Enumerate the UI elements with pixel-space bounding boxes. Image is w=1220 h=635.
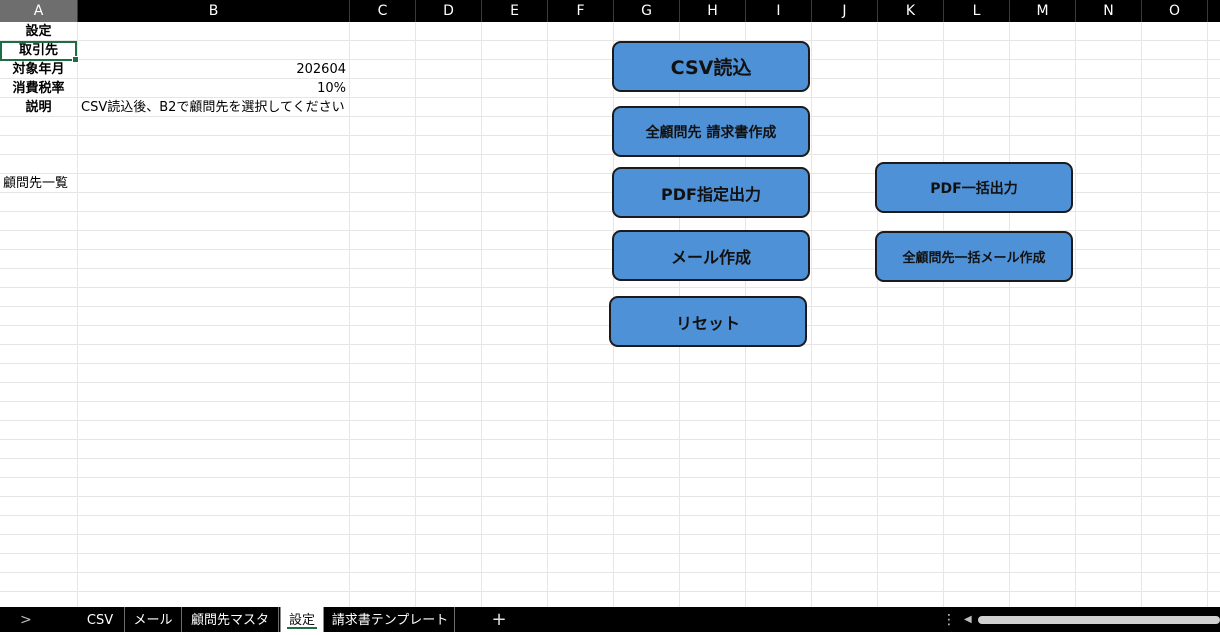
cell-a5[interactable]: 説明: [25, 100, 52, 115]
sheet-tab-mail[interactable]: メール: [125, 607, 182, 632]
grid-line: [481, 22, 482, 607]
sheet-tab-settings[interactable]: 設定: [280, 607, 324, 632]
column-header-o[interactable]: O: [1142, 0, 1208, 22]
sheet-tab-client-master[interactable]: 顧問先マスタ: [182, 607, 279, 632]
cell-a9[interactable]: 顧問先一覧: [3, 176, 69, 191]
column-header-i[interactable]: I: [746, 0, 812, 22]
csv-import-button[interactable]: CSV読込: [612, 41, 810, 92]
grid-line: [547, 22, 548, 607]
grid-line: [1075, 22, 1076, 607]
grid-line: [1009, 22, 1010, 607]
column-header-d[interactable]: D: [416, 0, 482, 22]
cell-b4[interactable]: 10%: [317, 81, 346, 96]
create-mail-button[interactable]: メール作成: [612, 230, 810, 281]
chevron-right-icon[interactable]: >: [20, 612, 32, 628]
column-header-e[interactable]: E: [482, 0, 548, 22]
column-header-c[interactable]: C: [350, 0, 416, 22]
grid-line: [877, 22, 878, 607]
grid-line: [77, 22, 78, 607]
active-cell-selection: [0, 41, 79, 63]
sheet-tab-bar: > CSV メール 顧問先マスタ 設定 請求書テンプレート + ⋮ ◀: [0, 607, 1220, 632]
grid-line: [1141, 22, 1142, 607]
column-header-h[interactable]: H: [680, 0, 746, 22]
scroll-left-icon[interactable]: ◀: [964, 614, 972, 625]
column-header-bar: A B C D E F G H I J K L M N O: [0, 0, 1220, 22]
horizontal-scrollbar[interactable]: [978, 616, 1220, 624]
create-invoices-all-button[interactable]: 全顧問先 請求書作成: [612, 106, 810, 157]
plus-icon[interactable]: +: [491, 609, 507, 630]
column-header-n[interactable]: N: [1076, 0, 1142, 22]
grid-line: [811, 22, 812, 607]
grid-line: [415, 22, 416, 607]
column-header-k[interactable]: K: [878, 0, 944, 22]
column-header-l[interactable]: L: [944, 0, 1010, 22]
grid-line: [1207, 22, 1208, 607]
cell-a3[interactable]: 対象年月: [12, 62, 65, 77]
cell-b3[interactable]: 202604: [296, 62, 346, 77]
column-header-a[interactable]: A: [0, 0, 78, 22]
grid-line: [349, 22, 350, 607]
column-header-b[interactable]: B: [78, 0, 350, 22]
pdf-bulk-output-button[interactable]: PDF一括出力: [875, 162, 1073, 213]
column-header-g[interactable]: G: [614, 0, 680, 22]
bulk-mail-all-button[interactable]: 全顧問先一括メール作成: [875, 231, 1073, 282]
pdf-specified-output-button[interactable]: PDF指定出力: [612, 167, 810, 218]
cell-a2[interactable]: 取引先: [18, 43, 58, 58]
grid-line: [943, 22, 944, 607]
column-header-j[interactable]: J: [812, 0, 878, 22]
column-header-m[interactable]: M: [1010, 0, 1076, 22]
cell-b5[interactable]: CSV読込後、B2で顧問先を選択してください: [81, 100, 345, 115]
cell-a4[interactable]: 消費税率: [12, 81, 65, 96]
reset-button[interactable]: リセット: [609, 296, 807, 347]
cell-a1[interactable]: 設定: [25, 24, 52, 39]
more-vertical-icon[interactable]: ⋮: [942, 612, 956, 628]
sheet-tab-invoice-template[interactable]: 請求書テンプレート: [326, 607, 455, 632]
column-header-f[interactable]: F: [548, 0, 614, 22]
sheet-tab-csv[interactable]: CSV: [76, 607, 125, 632]
